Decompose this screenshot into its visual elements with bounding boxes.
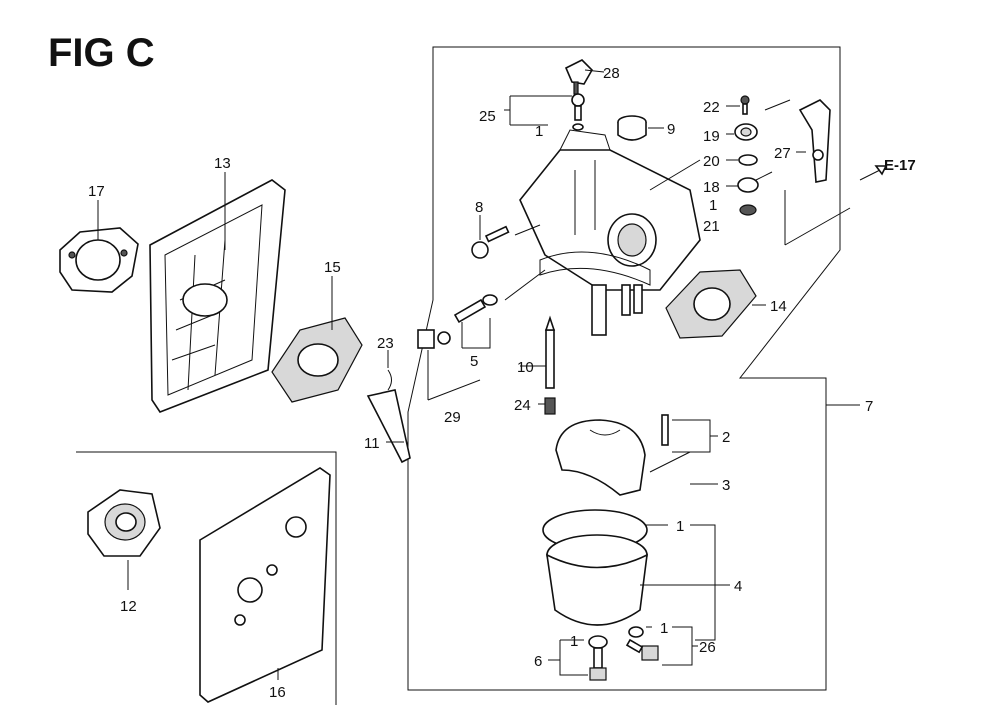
callout-8: 8 xyxy=(475,199,483,216)
callout-7: 7 xyxy=(865,398,873,415)
callout-11: 11 xyxy=(364,435,380,452)
callout-24: 24 xyxy=(514,397,531,414)
part-3-float xyxy=(555,419,646,496)
callout-3: 3 xyxy=(722,477,730,494)
part-22-screw xyxy=(740,95,750,115)
callout-25: 25 xyxy=(479,108,496,125)
leader-lines xyxy=(97,69,888,680)
part-25-screw xyxy=(571,93,585,131)
part-29-fitting xyxy=(417,329,451,349)
callout-labels: 28 25 1 9 22 19 20 27 18 1 21 8 13 17 15… xyxy=(88,65,873,701)
callout-17: 17 xyxy=(88,183,105,200)
part-4-float-bowl xyxy=(542,509,648,626)
callout-2: 2 xyxy=(722,429,730,446)
callout-26: 26 xyxy=(699,639,716,656)
callout-1: 1 xyxy=(535,123,543,140)
callout-27: 27 xyxy=(774,145,791,162)
callout-6: 6 xyxy=(534,653,542,670)
callout-19: 19 xyxy=(703,128,720,145)
callout-21: 21 xyxy=(703,218,720,235)
callout-1: 1 xyxy=(676,518,684,535)
carburetor-body xyxy=(519,129,701,336)
figure-title: FIG C xyxy=(48,31,155,75)
callout-16: 16 xyxy=(269,684,286,701)
part-12-spacer xyxy=(87,489,161,557)
part-19-collar xyxy=(734,123,758,141)
callout-13: 13 xyxy=(214,155,231,172)
callout-20: 20 xyxy=(703,153,720,170)
part-13-plate xyxy=(149,179,286,413)
part-21-nut xyxy=(739,204,757,216)
part-2-pin xyxy=(649,414,691,473)
lower-group-outline xyxy=(76,451,337,705)
part-14-gasket xyxy=(665,269,757,339)
part-5-pilot-screw xyxy=(453,294,498,324)
part-26-bolt xyxy=(625,626,659,661)
callout-22: 22 xyxy=(703,99,720,116)
linkage-outline xyxy=(764,99,851,246)
assembly-outline xyxy=(407,46,841,691)
reference-label: E-17 xyxy=(884,157,916,174)
part-20-washer xyxy=(738,154,758,166)
part-28-knob xyxy=(564,59,593,95)
callout-28: 28 xyxy=(603,65,620,82)
part-24-seat xyxy=(544,397,556,415)
callout-14: 14 xyxy=(770,298,787,315)
callout-4: 4 xyxy=(734,578,742,595)
callout-1: 1 xyxy=(570,633,578,650)
part-17-gasket xyxy=(59,227,139,293)
part-27-lever xyxy=(798,99,831,183)
callout-15: 15 xyxy=(324,259,341,276)
part-10-needle xyxy=(544,315,556,389)
part-23-clip xyxy=(387,369,392,391)
part-11-rod xyxy=(366,389,411,464)
callout-29: 29 xyxy=(444,409,461,426)
part-8-screw xyxy=(471,225,510,259)
part-6-drain-screw xyxy=(588,635,608,681)
part-9-cap xyxy=(617,115,647,141)
part-18-spring xyxy=(737,171,773,193)
callout-1: 1 xyxy=(709,197,717,214)
callout-1: 1 xyxy=(660,620,668,637)
part-15-gasket xyxy=(271,317,363,403)
callout-12: 12 xyxy=(120,598,137,615)
callout-9: 9 xyxy=(667,121,675,138)
callout-23: 23 xyxy=(377,335,394,352)
part-16-gasket-sheet xyxy=(199,467,331,703)
callout-10: 10 xyxy=(517,359,534,376)
callout-18: 18 xyxy=(703,179,720,196)
callout-5: 5 xyxy=(470,353,478,370)
